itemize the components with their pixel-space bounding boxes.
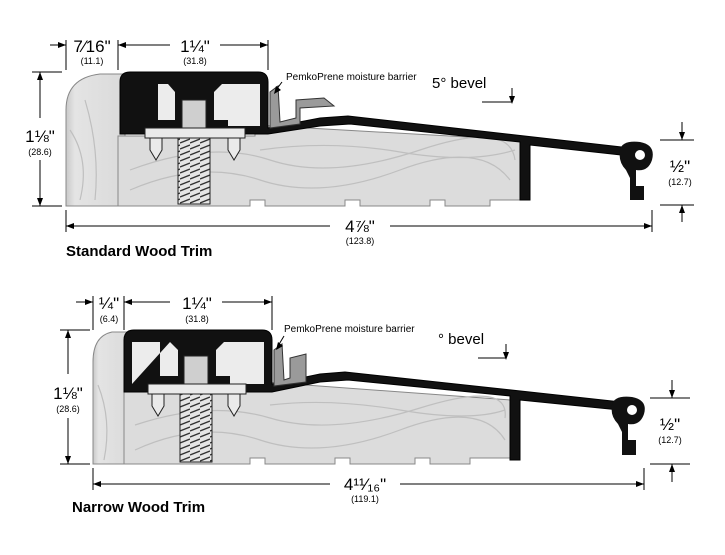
dim-left-top-mm-label: (6.4) <box>100 314 119 324</box>
wood-block-main <box>123 381 511 465</box>
dim-width-mm-label: (123.8) <box>346 236 375 246</box>
dim-width-label: 4⅞" <box>345 217 375 236</box>
lip-hole <box>635 150 645 160</box>
saddle-right-lip <box>611 396 645 455</box>
dim-right-label: ½" <box>670 157 690 176</box>
wood-block <box>65 73 126 207</box>
standard-wood-trim-diagram: 7⁄16" (11.1) 1¼" (31.8) 1⅛" (28.6) 4⅞" (… <box>25 37 694 260</box>
dim-left-top-label: 7⁄16" <box>73 37 110 56</box>
dim-right-label: ½" <box>660 415 680 434</box>
dimension-arrows <box>65 299 675 487</box>
diagram-title: Standard Wood Trim <box>66 243 212 260</box>
dimension-arrows <box>37 42 685 229</box>
saddle-cavity-left <box>132 342 178 384</box>
dim-top-mm-label: (31.8) <box>185 314 209 324</box>
dim-right-mm-label: (12.7) <box>668 177 692 187</box>
saddle-right-lip <box>619 141 653 200</box>
saddle-cavity-right <box>216 342 264 384</box>
dim-height-mm-label: (28.6) <box>56 404 80 414</box>
dim-left-top-label: ¼" <box>99 294 119 313</box>
moisture-barrier-gasket <box>269 85 336 129</box>
dim-top-label: 1¼" <box>180 37 210 56</box>
dim-width-mm-label: (119.1) <box>351 494 379 504</box>
wood-block <box>92 331 131 465</box>
saddle-cavity-left <box>128 84 175 128</box>
screw-assembly <box>144 99 246 205</box>
bevel-label: ° bevel <box>438 331 484 348</box>
lip-hole <box>627 405 637 415</box>
moisture-barrier-gasket <box>273 343 307 387</box>
dim-width-label: 4¹¹⁄₁₆" <box>344 475 386 494</box>
moisture-barrier-note: PemkoPrene moisture barrier <box>286 72 417 83</box>
wood-block-main <box>117 124 521 207</box>
dim-height-label: 1⅛" <box>53 384 83 403</box>
dim-left-top-mm-label: (11.1) <box>81 56 104 66</box>
diagram-title: Narrow Wood Trim <box>72 499 205 516</box>
dim-height-mm-label: (28.6) <box>28 147 52 157</box>
dim-top-mm-label: (31.8) <box>183 56 207 66</box>
screw-assembly <box>147 355 247 463</box>
dim-top-label: 1¼" <box>182 294 212 313</box>
bevel-label: 5° bevel <box>432 75 486 92</box>
dim-height-label: 1⅛" <box>25 127 55 146</box>
narrow-wood-trim-diagram: ¼" (6.4) 1¼" (31.8) 1⅛" (28.6) 4¹¹⁄₁₆" (… <box>53 294 690 516</box>
moisture-barrier-note: PemkoPrene moisture barrier <box>284 324 415 335</box>
saddle-cavity-right <box>214 84 260 126</box>
dim-right-mm-label: (12.7) <box>658 435 682 445</box>
